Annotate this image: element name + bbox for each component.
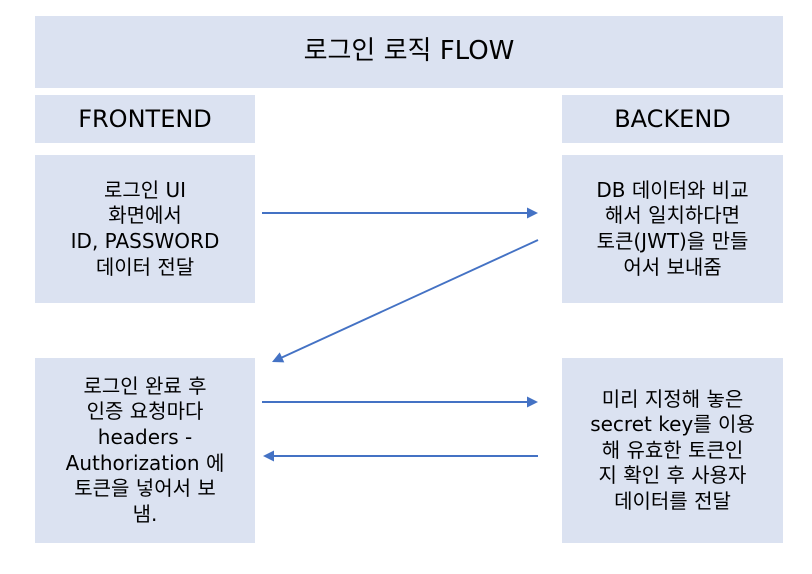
arrow-credentials-to-backend-head	[527, 207, 538, 219]
process-box-frontend-step-1-text: 로그인 UI 화면에서 ID, PASSWORD 데이터 전달	[70, 177, 220, 279]
column-header-backend-label: BACKEND	[614, 104, 731, 133]
process-box-frontend-step-1: 로그인 UI 화면에서 ID, PASSWORD 데이터 전달	[35, 155, 255, 303]
process-box-frontend-step-2: 로그인 완료 후 인증 요청마다 headers - Authorization…	[35, 358, 255, 543]
diagram-title-text: 로그인 로직 FLOW	[303, 36, 515, 67]
flow-arrows	[262, 207, 539, 462]
process-box-backend-step-1: DB 데이터와 비교 해서 일치하다면 토큰(JWT)을 만들 어서 보내줌	[562, 155, 783, 303]
arrow-auth-request-to-backend-head	[527, 396, 538, 408]
arrow-token-to-frontend-line	[280, 239, 539, 359]
arrow-token-to-frontend-head	[272, 352, 285, 363]
process-box-frontend-step-2-text: 로그인 완료 후 인증 요청마다 headers - Authorization…	[65, 373, 225, 526]
process-box-backend-step-2-text: 미리 지정해 놓은 secret key를 이용 해 유효한 토큰인 지 확인 …	[590, 386, 755, 513]
process-box-backend-step-1-text: DB 데이터와 비교 해서 일치하다면 토큰(JWT)을 만들 어서 보내줌	[596, 177, 749, 279]
column-header-backend: BACKEND	[562, 95, 783, 143]
diagram-title: 로그인 로직 FLOW	[35, 16, 783, 88]
arrow-userdata-to-frontend-head	[263, 450, 274, 462]
process-box-backend-step-2: 미리 지정해 놓은 secret key를 이용 해 유효한 토큰인 지 확인 …	[562, 358, 783, 543]
column-header-frontend-label: FRONTEND	[78, 104, 212, 133]
column-header-frontend: FRONTEND	[35, 95, 255, 143]
